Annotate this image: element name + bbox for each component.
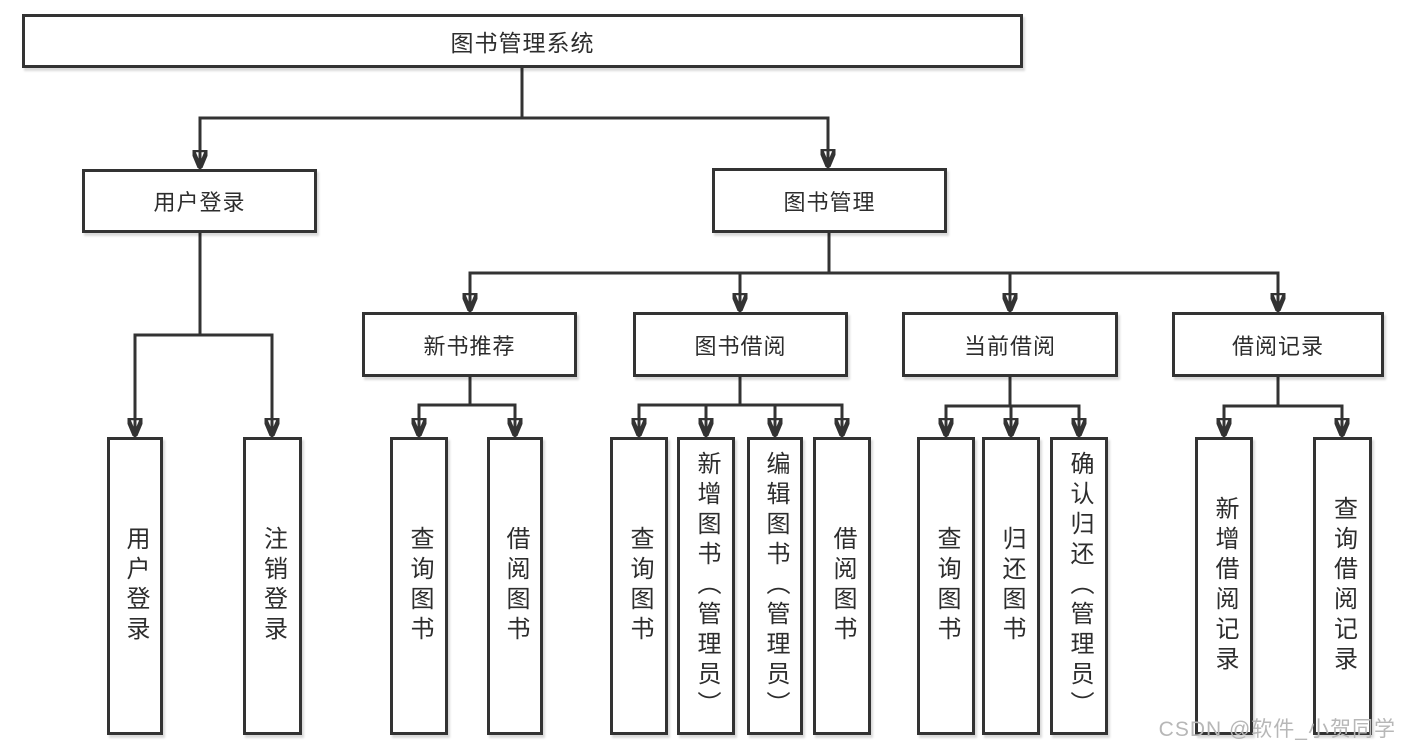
leaf-query-books-current: 查询图书: [917, 437, 975, 735]
leaf-query-books-borrow: 查询图书: [610, 437, 668, 735]
csdn-watermark: CSDN @软件_小贺同学: [1158, 718, 1396, 741]
node-user-login: 用户登录: [82, 169, 317, 233]
connector-book-borrow-branch: [639, 375, 842, 438]
node-book-borrow: 图书借阅: [633, 312, 848, 377]
leaf-label: 借阅图书: [829, 526, 856, 646]
leaf-label: 用户登录: [122, 526, 149, 646]
leaf-label: 查询借阅记录: [1329, 496, 1357, 676]
leaf-query-books-newbook: 查询图书: [390, 437, 448, 735]
leaf-add-borrow-record: 新增借阅记录: [1195, 437, 1253, 735]
node-book-management: 图书管理: [712, 168, 947, 233]
leaf-label: 确认归还（管理员）: [1066, 451, 1093, 721]
leaf-query-borrow-record: 查询借阅记录: [1313, 437, 1372, 735]
leaf-label: 查询图书: [933, 526, 960, 646]
node-current-borrow: 当前借阅: [902, 312, 1118, 377]
leaf-add-book-admin: 新增图书（管理员）: [677, 437, 735, 735]
leaf-return-book: 归还图书: [982, 437, 1040, 735]
leaf-confirm-return-admin: 确认归还（管理员）: [1050, 437, 1108, 735]
leaf-label: 注销登录: [259, 526, 287, 646]
node-new-book-recommend: 新书推荐: [362, 312, 577, 377]
node-label: 图书管理: [783, 189, 876, 215]
leaf-borrow-books-borrow: 借阅图书: [813, 437, 871, 735]
leaf-label: 新增借阅记录: [1211, 496, 1238, 676]
leaf-borrow-books-newbook: 借阅图书: [487, 437, 543, 735]
leaf-user-login: 用户登录: [107, 437, 163, 735]
node-label: 新书推荐: [423, 333, 516, 359]
leaf-label: 查询图书: [626, 526, 653, 646]
node-label: 用户登录: [153, 190, 246, 215]
connector-current-borrow-branch: [946, 375, 1079, 438]
connector-book-management-branch: [470, 231, 1278, 313]
node-label: 图书借阅: [694, 333, 787, 359]
node-label: 图书管理系统: [450, 30, 595, 56]
node-library-management-system: 图书管理系统: [22, 14, 1023, 68]
leaf-label: 归还图书: [998, 526, 1025, 646]
connector-root-to-level2: [200, 66, 828, 170]
leaf-label: 查询图书: [406, 526, 433, 646]
node-borrow-records: 借阅记录: [1172, 312, 1384, 377]
connector-new-book-branch: [419, 375, 515, 438]
leaf-logout: 注销登录: [243, 437, 302, 735]
connector-user-login-branch: [135, 231, 272, 438]
connector-borrow-records-branch: [1224, 375, 1342, 438]
leaf-edit-book-admin: 编辑图书（管理员）: [747, 437, 803, 735]
leaf-label: 编辑图书（管理员）: [762, 451, 789, 721]
node-label: 当前借阅: [963, 333, 1056, 359]
leaf-label: 新增图书（管理员）: [693, 451, 720, 721]
leaf-label: 借阅图书: [502, 526, 529, 646]
node-label: 借阅记录: [1231, 333, 1324, 359]
